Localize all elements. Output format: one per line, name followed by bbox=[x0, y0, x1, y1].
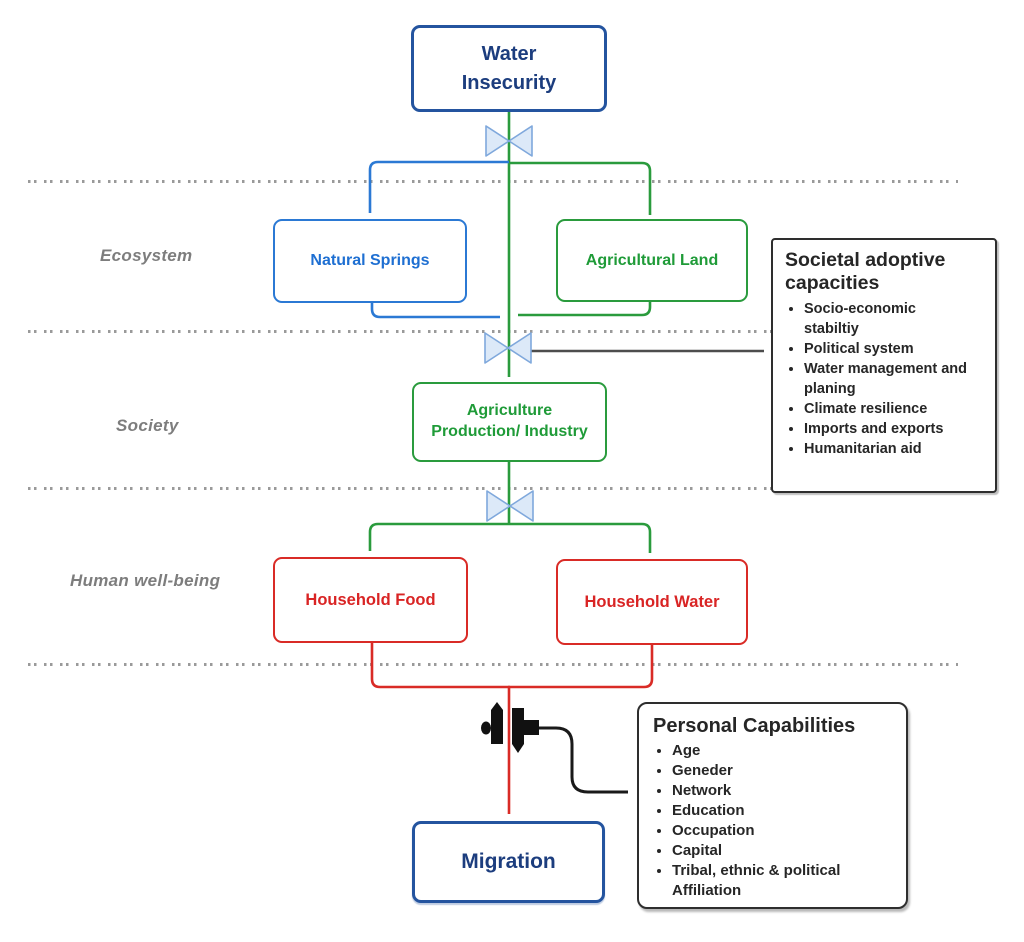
migration-node: Migration bbox=[412, 821, 605, 903]
list-item: Capital bbox=[672, 841, 886, 861]
flow-to-natural-springs bbox=[368, 160, 509, 213]
household-food-node: Household Food bbox=[273, 557, 468, 643]
societal-capacities-box: Societal adoptive capacities Socio-econo… bbox=[771, 238, 997, 493]
section-divider-2 bbox=[28, 330, 958, 333]
agriculture-production-node: Agriculture Production/ Industry bbox=[412, 382, 607, 462]
list-item: Geneder bbox=[672, 761, 886, 781]
societal-capacities-title: Societal adoptive capacities bbox=[785, 249, 946, 295]
list-item: Political system bbox=[804, 339, 973, 359]
list-item: Network bbox=[672, 781, 886, 801]
valve-icon-1 bbox=[485, 125, 533, 157]
pump-valve-icon bbox=[481, 702, 539, 753]
section-divider-4 bbox=[28, 663, 958, 666]
flow-to-household-water bbox=[509, 522, 652, 553]
household-water-node: Household Water bbox=[556, 559, 748, 645]
valve-icon-3 bbox=[486, 490, 534, 522]
list-item: Humanitarian aid bbox=[804, 439, 973, 459]
list-item: Occupation bbox=[672, 821, 886, 841]
list-item: Socio-economic stabiltiy bbox=[804, 299, 973, 339]
section-label-ecosystem: Ecosystem bbox=[100, 246, 193, 265]
list-item: Imports and exports bbox=[804, 419, 973, 439]
flow-to-household-food bbox=[368, 522, 509, 551]
flow-water-down bbox=[508, 645, 654, 689]
list-item: Tribal, ethnic & political Affiliation bbox=[672, 861, 886, 901]
section-divider-1 bbox=[28, 180, 958, 183]
agricultural-land-node: Agricultural Land bbox=[556, 219, 748, 302]
section-divider-3 bbox=[28, 487, 958, 490]
section-label-society: Society bbox=[116, 416, 179, 435]
valve-icon-2 bbox=[484, 332, 532, 364]
natural-springs-node: Natural Springs bbox=[273, 219, 467, 303]
flow-springs-to-spine bbox=[370, 303, 500, 319]
list-item: Water management and planing bbox=[804, 359, 973, 399]
flow-pump-to-personal-box bbox=[537, 726, 628, 794]
list-item: Education bbox=[672, 801, 886, 821]
water-insecurity-node: Water Insecurity bbox=[411, 25, 607, 112]
personal-capabilities-box: Personal Capabilities AgeGenederNetworkE… bbox=[637, 702, 908, 909]
flow-land-to-spine bbox=[518, 302, 652, 317]
flow-to-agricultural-land bbox=[509, 161, 652, 215]
societal-capacities-list: Socio-economic stabiltiyPolitical system… bbox=[785, 299, 985, 459]
personal-capabilities-list: AgeGenederNetworkEducationOccupationCapi… bbox=[653, 741, 896, 901]
list-item: Age bbox=[672, 741, 886, 761]
section-label-human-wellbeing: Human well-being bbox=[70, 571, 221, 590]
personal-capabilities-title: Personal Capabilities bbox=[653, 715, 856, 737]
list-item: Climate resilience bbox=[804, 399, 973, 419]
